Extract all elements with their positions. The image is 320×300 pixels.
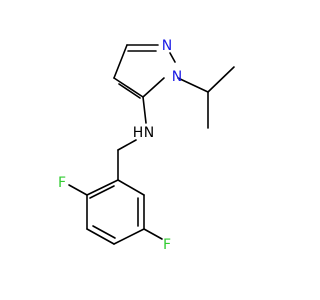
bond-n1-ch	[177, 77, 209, 93]
bond-ar-c3-c4-double	[92, 225, 116, 239]
bond-c4-c5	[113, 77, 144, 98]
bond-ar-c3-c4	[86, 228, 115, 245]
atom-h-amine: H	[133, 125, 144, 141]
bond-ar-c4-c5	[113, 228, 145, 245]
molecule-canvas: N N H N F F	[58, 38, 235, 253]
bond-c-f-ortho	[68, 184, 88, 196]
bond-ch-me1	[207, 66, 235, 93]
atom-n-amine: N	[144, 125, 154, 141]
bond-ar-c1-c2-double	[89, 185, 115, 199]
bond-c-f-meta	[143, 228, 163, 240]
bond-c5-nh	[142, 96, 147, 124]
bond-c4-c5-double	[118, 83, 141, 99]
atom-n-ring-substituted: N	[172, 69, 182, 85]
atom-f-ortho: F	[58, 175, 66, 191]
bond-c3-c4	[113, 44, 128, 79]
bond-ar-c1-c2	[86, 179, 119, 196]
atom-n-ring-top: N	[162, 38, 172, 54]
atom-f-meta: F	[163, 237, 171, 253]
bond-c5-n1	[142, 77, 165, 98]
bond-nh-ch2	[117, 139, 137, 151]
bond-n2-n1	[169, 52, 176, 63]
bond-ar-c6-c1	[117, 179, 145, 196]
structure-diagram: N N H N F F	[58, 38, 235, 253]
